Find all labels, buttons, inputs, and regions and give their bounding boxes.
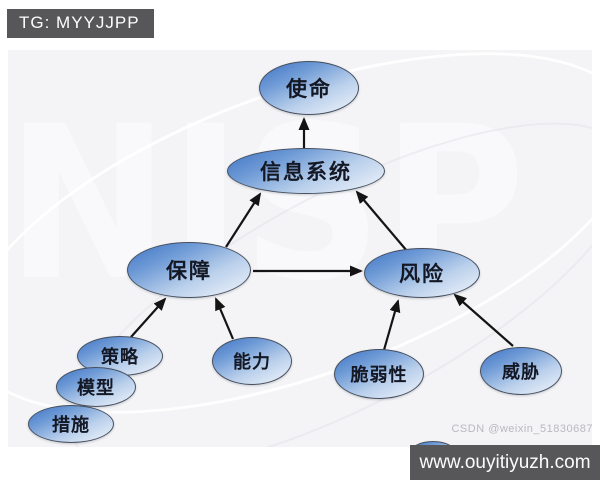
telegram-badge: TG: MYYJJPP [7,9,154,38]
node-label-capability: 能力 [233,352,271,373]
node-vulnerability: 脆弱性 [334,349,424,399]
node-label-assurance: 保障 [166,258,212,283]
node-measures: 措施 [28,405,114,443]
node-label-threat: 威胁 [502,362,540,383]
node-label-strategy: 策略 [101,347,139,368]
node-capability: 能力 [212,337,292,385]
node-label-info-system: 信息系统 [260,159,352,184]
node-label-measures: 措施 [52,415,90,436]
node-mission: 使命 [259,61,359,115]
node-label-vulnerability: 脆弱性 [350,365,408,386]
node-model: 模型 [56,367,136,407]
node-assurance: 保障 [127,242,251,298]
node-threat: 威胁 [480,347,562,395]
site-url-bar: www.ouyitiyuzh.com [410,445,600,480]
node-risk: 风险 [364,248,480,298]
node-info-system: 信息系统 [227,148,385,194]
csdn-watermark: CSDN @weixin_51830687 [451,423,593,435]
node-label-mission: 使命 [286,76,332,101]
diagram-canvas: NISP 使命信息系统保障风险策略模型措施能力脆弱性威胁 [8,50,592,447]
node-label-risk: 风险 [399,261,445,286]
node-label-model: 模型 [77,378,115,399]
